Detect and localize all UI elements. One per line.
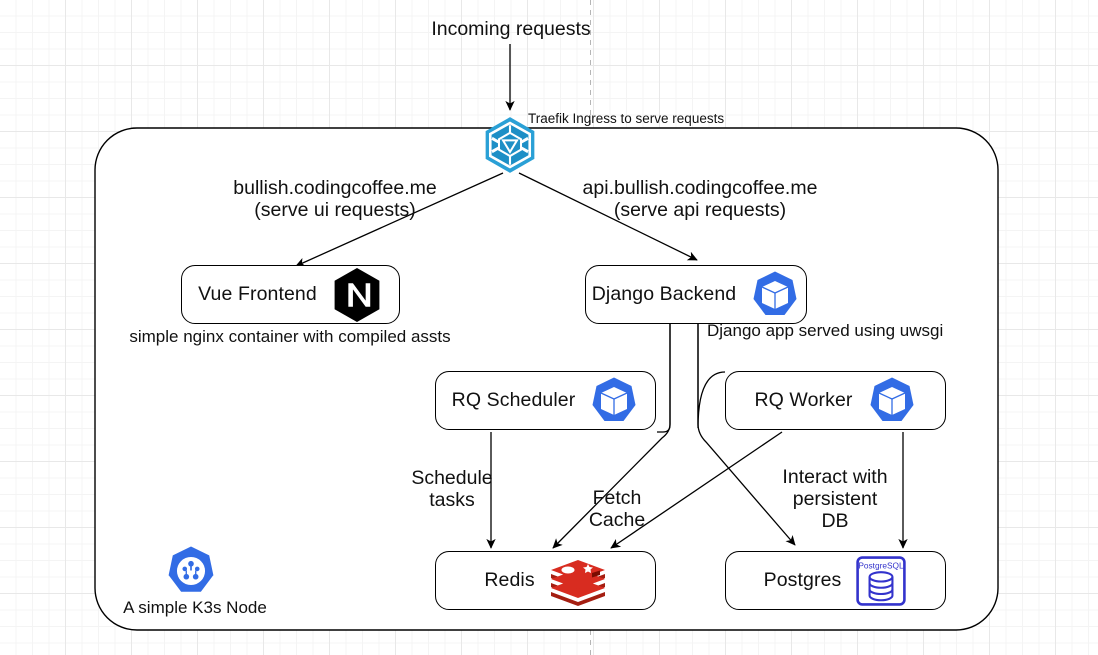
node-rq-scheduler-label: RQ Scheduler [451, 389, 576, 411]
edge-label-api-route-line2: (serve api requests) [613, 199, 787, 221]
edge-label-ui-route-line1: bullish.codingcoffee.me [233, 177, 437, 199]
edge-label-fetch-cache-line2: Cache [588, 509, 646, 531]
edge-label-schedule-tasks-line1: Schedule [411, 467, 493, 489]
edge-label-persistent-db-line1: Interact with [782, 466, 888, 488]
edge-label-persistent-db-line2: persistent [792, 488, 878, 510]
svg-text:PostgreSQL: PostgreSQL [859, 560, 905, 570]
nginx-icon [331, 267, 383, 323]
kubernetes-k3s-icon [165, 545, 217, 597]
kubernetes-cube-icon [750, 270, 800, 320]
node-postgres-label: Postgres [763, 569, 842, 591]
edge-label-api-route-line1: api.bullish.codingcoffee.me [582, 177, 818, 199]
edge-label-schedule-tasks-line2: tasks [429, 489, 475, 511]
postgresql-icon: PostgreSQL [855, 555, 907, 607]
edge-label-ui-route-line2: (serve ui requests) [254, 199, 416, 221]
node-django-backend-label: Django Backend [591, 283, 737, 305]
traefik-icon[interactable] [481, 116, 539, 174]
node-vue-frontend-label: Vue Frontend [198, 283, 317, 305]
edge-label-persistent-db-line3: DB [821, 510, 849, 532]
node-redis[interactable]: Redis [435, 551, 656, 610]
node-redis-label: Redis [484, 569, 535, 591]
incoming-requests-label: Incoming requests [431, 18, 591, 40]
node-postgres[interactable]: Postgres PostgreSQL [725, 551, 946, 610]
redis-icon [549, 556, 607, 606]
node-rq-scheduler[interactable]: RQ Scheduler [435, 371, 656, 430]
edge-label-fetch-cache-line1: Fetch [592, 487, 642, 509]
node-rq-worker[interactable]: RQ Worker [725, 371, 946, 430]
django-backend-caption: Django app served using uwsgi [707, 321, 944, 340]
kubernetes-cube-icon [589, 376, 639, 426]
k3s-node-caption: A simple K3s Node [123, 598, 267, 617]
traefik-ingress-caption: Traefik Ingress to serve requests [528, 111, 725, 126]
node-vue-frontend[interactable]: Vue Frontend [181, 265, 400, 324]
vue-frontend-caption: simple nginx container with compiled ass… [129, 327, 451, 346]
node-django-backend[interactable]: Django Backend [585, 265, 807, 324]
kubernetes-cube-icon [867, 376, 917, 426]
node-rq-worker-label: RQ Worker [754, 389, 853, 411]
